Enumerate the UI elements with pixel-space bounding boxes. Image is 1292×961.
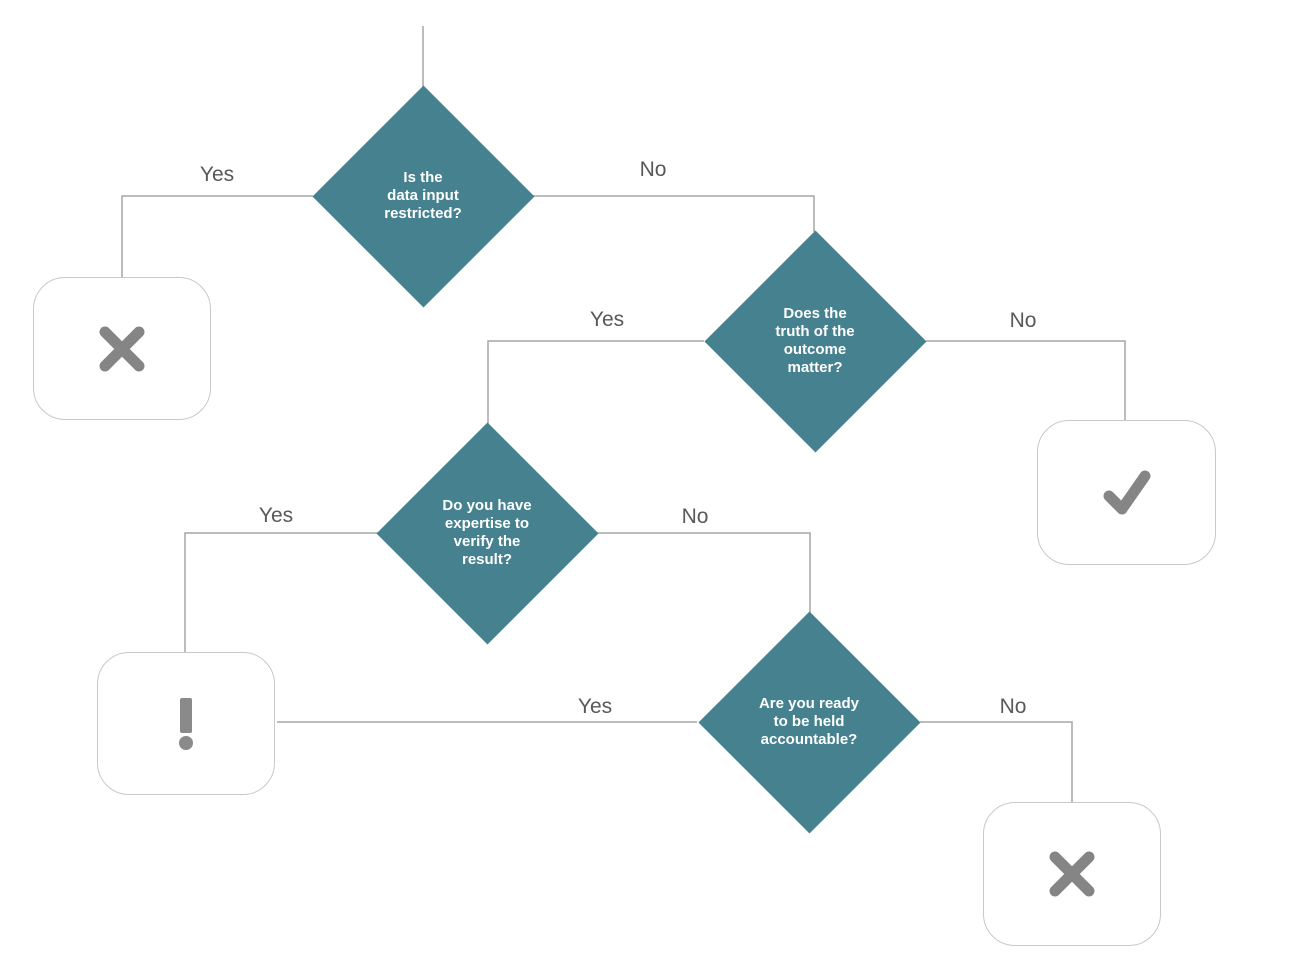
edge-label-q3-yes: Yes bbox=[258, 504, 294, 527]
edge-line-q2-yes bbox=[487, 340, 704, 425]
x-icon bbox=[1049, 851, 1095, 897]
exclamation-icon bbox=[179, 697, 193, 750]
outcome-reject-1 bbox=[33, 277, 211, 420]
edge-label-q4-no: No bbox=[999, 695, 1027, 718]
decision-q1: Is the data input restricted? bbox=[311, 84, 535, 308]
outcome-accept bbox=[1037, 420, 1216, 565]
outcome-caution bbox=[97, 652, 275, 795]
edge-label-q1-yes: Yes bbox=[199, 163, 235, 186]
decision-q2: Does the truth of the outcome matter? bbox=[703, 229, 927, 453]
edge-line-q4-no bbox=[920, 721, 1073, 804]
edge-line-q2-no bbox=[926, 340, 1126, 422]
decision-text: Are you ready to be held accountable? bbox=[758, 695, 860, 748]
decision-text: Is the data input restricted? bbox=[384, 169, 462, 222]
outcome-reject-2 bbox=[983, 802, 1161, 946]
x-icon bbox=[99, 326, 145, 371]
edge-line-q3-yes bbox=[184, 532, 378, 654]
check-icon bbox=[1103, 470, 1150, 514]
edge-label-q4-yes: Yes bbox=[577, 695, 613, 718]
edge-label-q2-yes: Yes bbox=[589, 308, 625, 331]
edge-label-q1-no: No bbox=[639, 158, 667, 181]
decision-text: Does the truth of the outcome matter? bbox=[775, 305, 855, 376]
edge-line-q3-no bbox=[596, 532, 811, 613]
decision-q4: Are you ready to be held accountable? bbox=[697, 610, 921, 834]
edge-line-q1-no bbox=[533, 195, 815, 232]
decision-text: Do you have expertise to verify the resu… bbox=[442, 497, 532, 568]
edge-line-q1-yes bbox=[121, 195, 313, 279]
edge-label-q3-no: No bbox=[681, 505, 709, 528]
edge-label-q2-no: No bbox=[1009, 309, 1037, 332]
decision-q3: Do you have expertise to verify the resu… bbox=[375, 421, 599, 645]
